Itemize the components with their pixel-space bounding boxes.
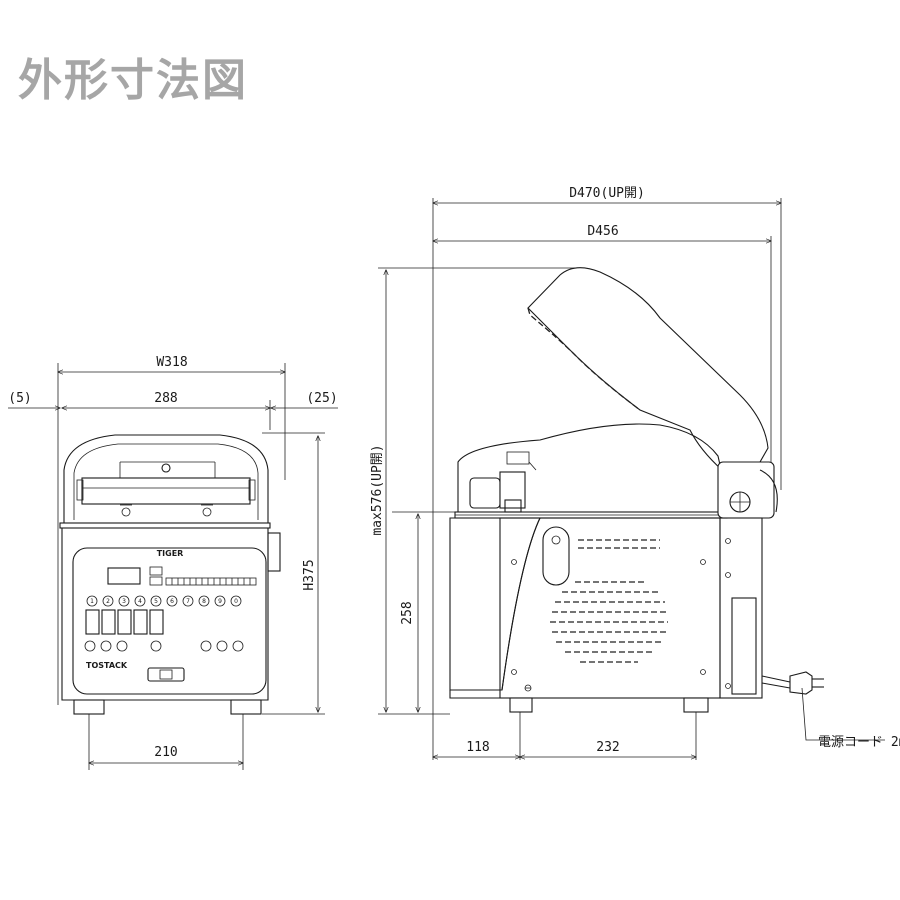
svg-text:6: 6 (170, 598, 174, 605)
timer-display (107, 567, 141, 585)
side-feet-span-label: 232 (596, 740, 619, 755)
svg-text:4: 4 (138, 598, 142, 605)
svg-text:3: 3 (122, 598, 126, 605)
side-foot-front (509, 697, 533, 713)
vent-grill (550, 581, 668, 663)
number-keys: 1 2 3 4 5 6 7 8 9 0 (86, 595, 242, 607)
front-offset-label: 118 (466, 740, 489, 755)
brand-text: TIGER (157, 549, 184, 558)
height-label: H375 (302, 559, 317, 590)
front-hood (63, 434, 269, 523)
preset-buttons (85, 609, 164, 635)
front-foot-left (73, 699, 105, 715)
level-scale (165, 577, 257, 586)
svg-text:8: 8 (202, 598, 206, 605)
svg-text:2: 2 (106, 598, 110, 605)
depth-label: D456 (587, 224, 618, 239)
svg-text:0: 0 (234, 598, 238, 605)
top-vents (578, 539, 660, 549)
side-hood (457, 423, 721, 512)
left-offset-label: (5) (8, 391, 31, 406)
start-button (147, 667, 185, 682)
svg-text:1: 1 (90, 598, 94, 605)
side-body (499, 517, 721, 699)
svg-text:5: 5 (154, 598, 158, 605)
front-rack (81, 477, 251, 505)
side-handle (542, 526, 570, 586)
cord-leader-line (801, 687, 885, 741)
page-title: 外形寸法図 (18, 55, 248, 106)
depth-open-label: D470(UP開) (569, 186, 645, 201)
front-view: W318 288 (5) (25) H375 210 (8, 355, 338, 770)
front-body (61, 528, 269, 701)
max-height-label: max576(UP開) (370, 444, 385, 535)
svg-text:9: 9 (218, 598, 222, 605)
control-panel (72, 547, 267, 695)
right-offset-label: (25) (306, 391, 337, 406)
model-text: TOSTACK (86, 661, 128, 670)
side-foot-rear (683, 697, 709, 713)
power-plug (789, 671, 813, 695)
inner-width-label: 288 (154, 391, 177, 406)
cord-label: 電源コード 2m (818, 735, 900, 750)
svg-text:7: 7 (186, 598, 190, 605)
side-front-panel (449, 517, 541, 691)
feet-span-label: 210 (154, 745, 177, 760)
side-view: D470(UP開) D456 max576(UP開) 258 118 232 (370, 186, 900, 760)
width-label: W318 (156, 355, 187, 370)
open-lid (527, 267, 769, 471)
body-height-label: 258 (400, 601, 415, 624)
front-foot-right (230, 699, 262, 715)
